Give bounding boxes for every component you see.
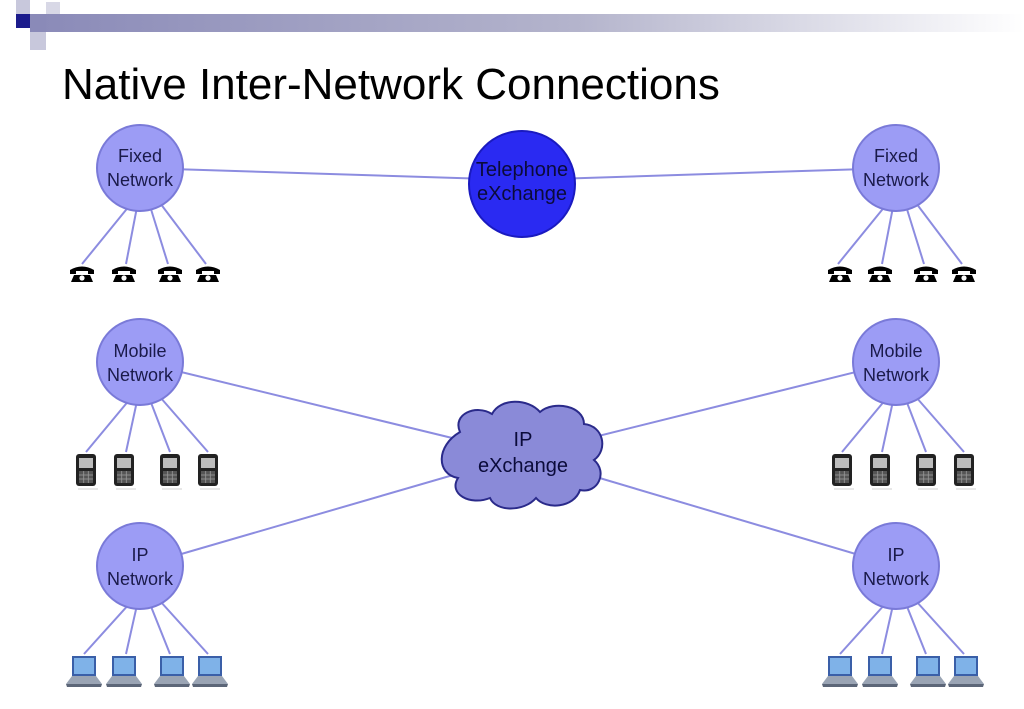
node-mobile-right-line1: Mobile xyxy=(869,341,922,361)
mobile-group-left xyxy=(75,453,221,490)
telephone-hub-label-line1: Telephone xyxy=(476,159,568,181)
telephone-exchange-hub: Telephone eXchange xyxy=(468,130,576,238)
laptop-icon xyxy=(192,656,228,687)
telephone-icon xyxy=(196,266,220,282)
header-square-5 xyxy=(30,32,46,50)
mobile-phone-icon xyxy=(197,453,221,490)
telephone-group-left xyxy=(70,266,220,282)
laptop-icon xyxy=(66,656,102,687)
telephone-icon xyxy=(868,266,892,282)
mobile-phone-icon xyxy=(953,453,977,490)
laptop-icon xyxy=(154,656,190,687)
node-fixed-right: Fixed Network xyxy=(852,124,940,212)
laptop-icon xyxy=(106,656,142,687)
slide-title: Native Inter-Network Connections xyxy=(62,60,720,109)
laptop-icon xyxy=(862,656,898,687)
node-mobile-left-line2: Network xyxy=(107,365,174,385)
node-ip-left: IP Network xyxy=(96,522,184,610)
header-square-6 xyxy=(46,2,60,14)
node-ip-left-line2: Network xyxy=(107,569,174,589)
node-fixed-right-line1: Fixed xyxy=(874,146,918,166)
node-mobile-right: Mobile Network xyxy=(852,318,940,406)
telephone-hub-label-line2: eXchange xyxy=(477,183,567,205)
telephone-icon xyxy=(828,266,852,282)
link-fixed-left-telephone xyxy=(139,167,523,181)
telephone-icon xyxy=(70,266,94,282)
ip-exchange-cloud: IP eXchange xyxy=(440,400,604,510)
laptop-icon xyxy=(910,656,946,687)
mobile-phone-icon xyxy=(831,453,855,490)
header-decoration xyxy=(0,0,1024,50)
mobile-group-right xyxy=(831,453,977,490)
node-ip-left-line1: IP xyxy=(131,545,148,565)
mobile-phone-icon xyxy=(159,453,183,490)
telephone-icon xyxy=(112,266,136,282)
laptop-group-right xyxy=(822,656,984,687)
telephone-icon xyxy=(952,266,976,282)
node-fixed-left-line2: Network xyxy=(107,170,174,190)
node-mobile-right-line2: Network xyxy=(863,365,930,385)
node-mobile-left: Mobile Network xyxy=(96,318,184,406)
header-square-2 xyxy=(16,0,30,14)
laptop-icon xyxy=(948,656,984,687)
ip-hub-label-line1: IP xyxy=(514,429,533,451)
telephone-group-right xyxy=(828,266,976,282)
header-square-1 xyxy=(0,0,16,16)
node-mobile-left-line1: Mobile xyxy=(113,341,166,361)
telephone-icon xyxy=(914,266,938,282)
node-ip-right-line2: Network xyxy=(863,569,930,589)
device-spokes xyxy=(81,202,965,655)
mobile-phone-icon xyxy=(75,453,99,490)
telephone-icon xyxy=(158,266,182,282)
ip-hub-label-line2: eXchange xyxy=(478,455,568,477)
mobile-phone-icon xyxy=(113,453,137,490)
node-fixed-left-line1: Fixed xyxy=(118,146,162,166)
node-fixed-left: Fixed Network xyxy=(96,124,184,212)
header-square-3 xyxy=(16,14,30,28)
laptop-icon xyxy=(822,656,858,687)
node-fixed-right-line2: Network xyxy=(863,170,930,190)
header-gradient-bar xyxy=(30,14,1024,32)
node-ip-right-line1: IP xyxy=(887,545,904,565)
laptop-group-left xyxy=(66,656,228,687)
node-ip-right: IP Network xyxy=(852,522,940,610)
link-telephone-fixed-right xyxy=(521,167,897,181)
mobile-phone-icon xyxy=(869,453,893,490)
mobile-phone-icon xyxy=(915,453,939,490)
header-square-4 xyxy=(30,14,46,32)
